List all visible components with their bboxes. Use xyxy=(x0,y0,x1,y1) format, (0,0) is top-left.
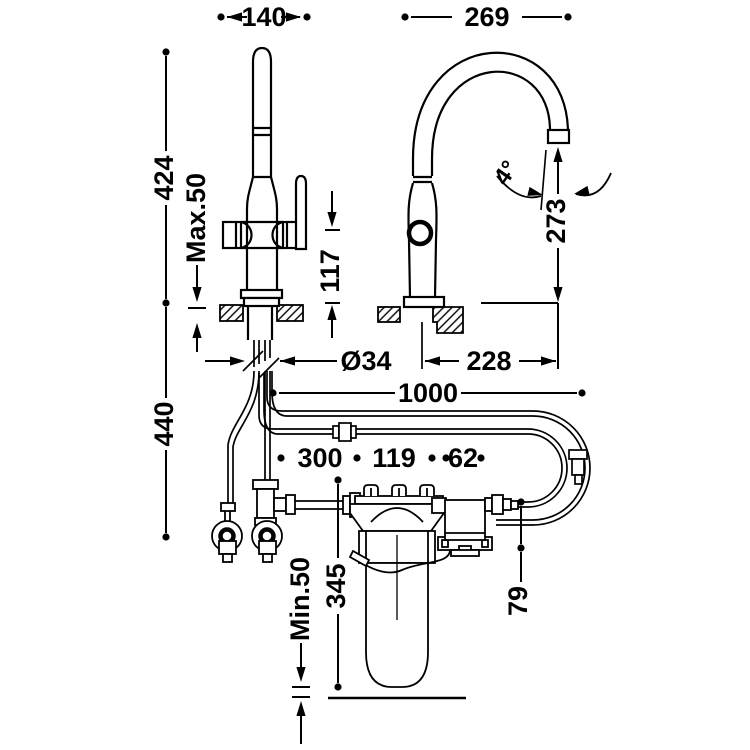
outlet-fitting xyxy=(491,494,504,515)
dimension-dots xyxy=(162,13,586,691)
dim-box-width-label: 62 xyxy=(448,443,478,473)
cable-plug xyxy=(348,549,371,568)
dim-hose-length-label: 1000 xyxy=(398,378,458,408)
hose-connector-loop xyxy=(568,449,588,485)
solenoid-box xyxy=(431,494,519,557)
break-mark xyxy=(258,357,280,379)
dim-spout-arc-width-label: 269 xyxy=(464,2,509,32)
faucet-front-view xyxy=(221,46,308,340)
dim-tap-height-label: 424 xyxy=(149,155,179,200)
outlet-fitting xyxy=(502,498,512,511)
angle-valve-2 xyxy=(251,520,283,563)
lever-handle xyxy=(294,174,308,251)
spout-outlet xyxy=(546,128,571,145)
dim-max-counter-label: Max.50 xyxy=(181,173,211,263)
dim-filter-width-label: 119 xyxy=(372,443,416,473)
power-cable xyxy=(348,549,451,574)
dim-tap-width-label: 140 xyxy=(241,2,286,32)
left-handle-knob xyxy=(221,220,243,250)
gooseneck-inner xyxy=(430,70,552,160)
sensor-button xyxy=(406,219,434,247)
break-mark xyxy=(242,350,264,372)
dim-spout-reach-label: 228 xyxy=(466,346,511,376)
outlet-fitting xyxy=(484,497,493,512)
dim-valve-filter-label: 300 xyxy=(297,443,342,473)
filter-inlet-fitting xyxy=(342,495,351,515)
tee-connector xyxy=(252,479,296,526)
faucet-side-view xyxy=(402,51,571,369)
dim-shank-diameter-label: Ø34 xyxy=(340,346,391,376)
solenoid-body xyxy=(444,499,486,541)
countertop-left xyxy=(219,304,304,322)
dim-min-clearance-label: Min.50 xyxy=(285,557,315,641)
outlet-fitting xyxy=(510,500,519,510)
filter-bracket xyxy=(354,495,444,505)
dim-swivel-angle-label: 4° xyxy=(488,156,523,190)
filter-unit xyxy=(342,484,445,688)
dim-spout-height-label: 273 xyxy=(541,198,571,243)
hose-connector-mid xyxy=(332,422,357,442)
countertop-right xyxy=(377,306,464,334)
dim-cartridge-height-label: 345 xyxy=(321,563,351,608)
dim-below-counter-label: 440 xyxy=(149,401,179,446)
shank-hoses xyxy=(242,340,280,379)
angle-valve-1 xyxy=(211,502,243,563)
dimension-annotations: 140 269 424 Max.50 117 273 4° Ø34 228 10… xyxy=(149,2,612,744)
flexible-hoses xyxy=(227,370,591,526)
dim-outlet-counter-label: 117 xyxy=(315,249,345,293)
filter-cartridge xyxy=(365,562,429,688)
gooseneck-outer xyxy=(411,51,570,160)
dim-outlet-drop-label: 79 xyxy=(503,586,533,616)
